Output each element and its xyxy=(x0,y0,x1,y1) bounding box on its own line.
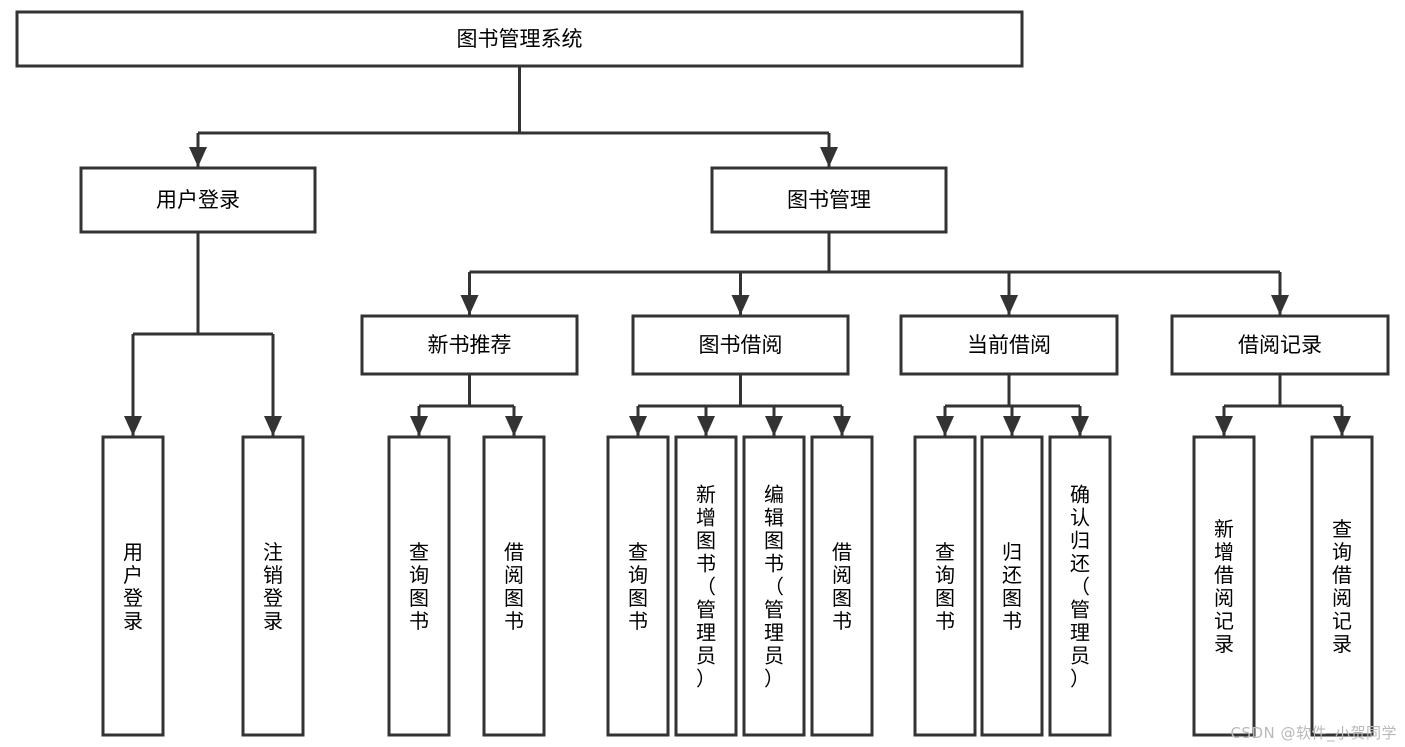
node-leaf-borrow-book-1-label: 借阅图书 xyxy=(504,540,524,633)
node-leaf-user-login-box[interactable] xyxy=(101,435,165,737)
node-leaf-return-book-box[interactable] xyxy=(980,435,1044,737)
arrow-head-icon xyxy=(1003,416,1021,436)
node-leaf-return-book[interactable]: 归还图书 xyxy=(980,435,1044,737)
arrow-head-icon xyxy=(189,147,207,167)
arrow-head-icon xyxy=(460,295,479,315)
node-book-borrow[interactable]: 图书借阅 xyxy=(631,314,850,376)
node-leaf-confirm-return-box[interactable] xyxy=(1048,435,1112,737)
connector-layer xyxy=(124,66,1351,436)
csdn-watermark: CSDN @软件_小贺同学 xyxy=(1230,724,1397,742)
arrow-head-icon xyxy=(410,416,428,436)
arrow-head-icon xyxy=(124,416,142,436)
node-new-book-recommend-label: 新书推荐 xyxy=(428,333,512,357)
arrow-head-icon xyxy=(264,416,282,436)
node-leaf-edit-book[interactable]: 编辑图书（管理员） xyxy=(742,435,806,737)
node-leaf-query-book-1-label: 查询图书 xyxy=(409,540,429,633)
node-leaf-query-book-3-label: 查询图书 xyxy=(935,540,955,633)
arrow-head-icon xyxy=(1215,416,1233,436)
node-leaf-query-book-3[interactable]: 查询图书 xyxy=(913,435,977,737)
node-leaf-borrow-book-1-box[interactable] xyxy=(482,435,546,737)
node-book-borrow-box[interactable] xyxy=(631,314,850,376)
node-leaf-query-record-label: 查询借阅记录 xyxy=(1332,517,1352,656)
node-current-borrow-box[interactable] xyxy=(899,314,1119,376)
node-leaf-add-record-label: 新增借阅记录 xyxy=(1214,517,1234,656)
node-leaf-confirm-return-label: 确认归还（管理员） xyxy=(1070,482,1090,690)
node-user-login[interactable]: 用户登录 xyxy=(79,166,317,234)
arrow-head-icon xyxy=(765,416,783,436)
node-leaf-edit-book-box[interactable] xyxy=(742,435,806,737)
arrow-head-icon xyxy=(731,295,750,315)
node-leaf-query-book-1-box[interactable] xyxy=(387,435,451,737)
arrow-head-icon xyxy=(1271,295,1289,315)
node-leaf-add-record[interactable]: 新增借阅记录 xyxy=(1192,435,1256,737)
node-book-manage-box[interactable] xyxy=(710,166,948,234)
arrow-head-icon xyxy=(1000,295,1018,315)
arrow-head-icon xyxy=(820,147,838,167)
node-leaf-query-book-2-box[interactable] xyxy=(606,435,670,737)
node-book-borrow-label: 图书借阅 xyxy=(699,333,783,357)
node-user-login-label: 用户登录 xyxy=(156,188,240,212)
node-leaf-add-book-box[interactable] xyxy=(674,435,738,737)
node-leaf-borrow-book-2-box[interactable] xyxy=(810,435,874,737)
arrow-head-icon xyxy=(936,416,954,436)
arrow-head-icon xyxy=(1333,416,1351,436)
node-layer: 图书管理系统用户登录图书管理新书推荐图书借阅当前借阅借阅记录用户登录注销登录查询… xyxy=(15,10,1390,737)
node-leaf-borrow-book-1[interactable]: 借阅图书 xyxy=(482,435,546,737)
node-leaf-query-book-2[interactable]: 查询图书 xyxy=(606,435,670,737)
node-borrow-record-box[interactable] xyxy=(1170,314,1390,376)
node-borrow-record[interactable]: 借阅记录 xyxy=(1170,314,1390,376)
node-leaf-add-book[interactable]: 新增图书（管理员） xyxy=(674,435,738,737)
node-leaf-add-record-box[interactable] xyxy=(1192,435,1256,737)
node-leaf-user-logout[interactable]: 注销登录 xyxy=(241,435,305,737)
node-borrow-record-label: 借阅记录 xyxy=(1238,333,1322,357)
node-new-book-recommend-box[interactable] xyxy=(360,314,579,376)
node-leaf-edit-book-label: 编辑图书（管理员） xyxy=(764,482,784,690)
node-leaf-return-book-label: 归还图书 xyxy=(1002,540,1022,633)
node-leaf-query-book-2-label: 查询图书 xyxy=(628,540,648,633)
node-book-manage-label: 图书管理 xyxy=(787,188,871,212)
node-leaf-borrow-book-2-label: 借阅图书 xyxy=(832,540,852,633)
node-leaf-user-login[interactable]: 用户登录 xyxy=(101,435,165,737)
node-leaf-user-logout-box[interactable] xyxy=(241,435,305,737)
node-leaf-confirm-return[interactable]: 确认归还（管理员） xyxy=(1048,435,1112,737)
node-book-manage[interactable]: 图书管理 xyxy=(710,166,948,234)
node-leaf-query-record-box[interactable] xyxy=(1310,435,1374,737)
node-leaf-user-login-label: 用户登录 xyxy=(123,540,143,633)
node-user-login-box[interactable] xyxy=(79,166,317,234)
arrow-head-icon xyxy=(1071,416,1089,436)
arrow-head-icon xyxy=(833,416,851,436)
arrow-head-icon xyxy=(505,416,523,436)
arrow-head-icon xyxy=(697,416,715,436)
node-root[interactable]: 图书管理系统 xyxy=(15,10,1024,68)
node-new-book-recommend[interactable]: 新书推荐 xyxy=(360,314,579,376)
node-current-borrow-label: 当前借阅 xyxy=(967,333,1051,357)
node-root-label: 图书管理系统 xyxy=(457,27,583,51)
node-leaf-borrow-book-2[interactable]: 借阅图书 xyxy=(810,435,874,737)
node-leaf-user-logout-label: 注销登录 xyxy=(263,540,283,633)
node-leaf-query-book-1[interactable]: 查询图书 xyxy=(387,435,451,737)
node-current-borrow[interactable]: 当前借阅 xyxy=(899,314,1119,376)
node-leaf-query-book-3-box[interactable] xyxy=(913,435,977,737)
node-root-box[interactable] xyxy=(15,10,1024,68)
node-leaf-query-record[interactable]: 查询借阅记录 xyxy=(1310,435,1374,737)
arrow-head-icon xyxy=(629,416,647,436)
node-leaf-add-book-label: 新增图书（管理员） xyxy=(696,482,716,690)
